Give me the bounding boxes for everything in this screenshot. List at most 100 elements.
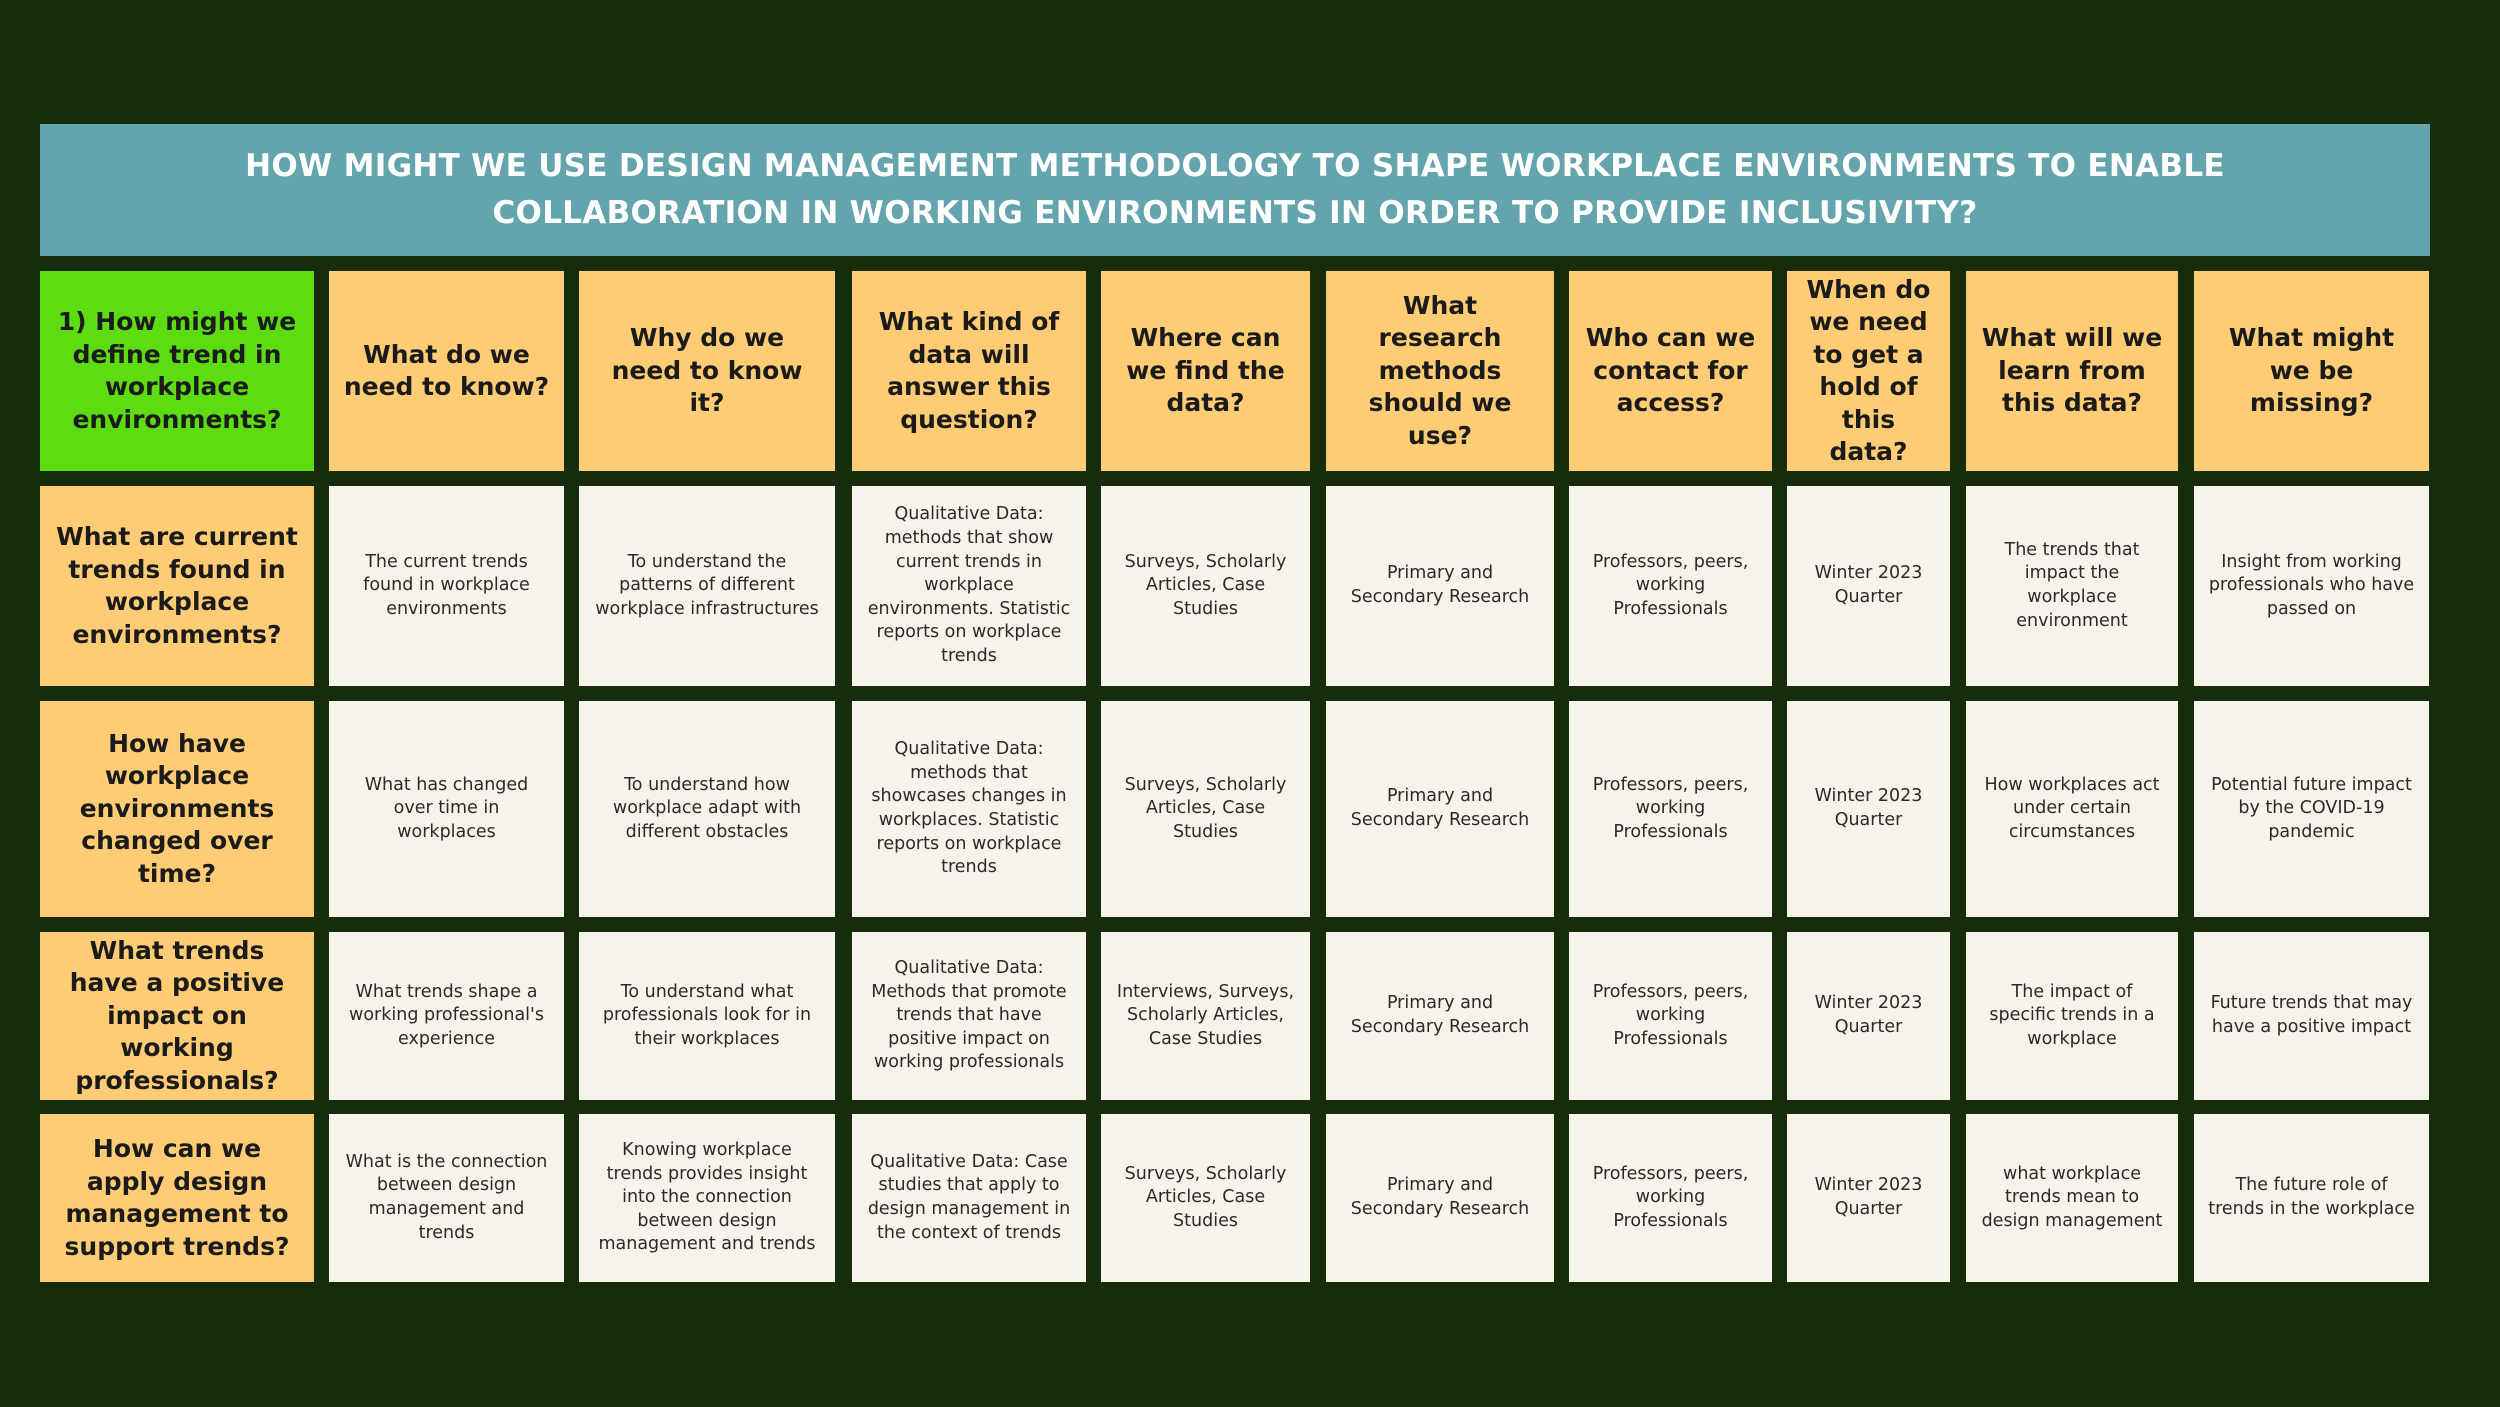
table-cell: Primary and Secondary Research [1326, 932, 1554, 1100]
column-header: Why do we need to know it? [579, 271, 835, 471]
corner-question-text: 1) How might we define trend in workplac… [57, 307, 297, 434]
table-cell: Interviews, Surveys, Scholarly Articles,… [1101, 932, 1310, 1100]
table-cell: Winter 2023 Quarter [1787, 1114, 1950, 1282]
column-header-text: What research methods should we use? [1368, 290, 1512, 450]
column-header-text: What will we learn from this data? [1981, 323, 2163, 418]
table-cell: Winter 2023 Quarter [1787, 486, 1950, 686]
corner-question: 1) How might we define trend in workplac… [40, 271, 314, 471]
table-cell-text: Potential future impact by the COVID-19 … [2211, 774, 2412, 842]
table-cell: Primary and Secondary Research [1326, 701, 1554, 917]
table-cell: To understand the patterns of different … [579, 486, 835, 686]
table-cell: To understand how workplace adapt with d… [579, 701, 835, 917]
table-cell-text: Professors, peers, working Professionals [1592, 981, 1749, 1049]
row-question-text: How have workplace environments changed … [79, 728, 275, 888]
table-cell-text: How workplaces act under certain circums… [1984, 774, 2160, 842]
table-cell: what workplace trends mean to design man… [1966, 1114, 2178, 1282]
table-cell-text: Qualitative Data: methods that show curr… [867, 504, 1071, 666]
column-header: What kind of data will answer this quest… [852, 271, 1086, 471]
row-question-text: What trends have a positive impact on wo… [69, 935, 285, 1095]
table-cell-text: What is the connection between design ma… [345, 1151, 548, 1243]
table-cell: The current trends found in workplace en… [329, 486, 564, 686]
table-cell: Qualitative Data: methods that showcases… [852, 701, 1086, 917]
table-cell: Professors, peers, working Professionals [1569, 1114, 1772, 1282]
column-header-text: What kind of data will answer this quest… [878, 307, 1060, 434]
table-cell: To understand what professionals look fo… [579, 932, 835, 1100]
table-cell: Qualitative Data: methods that show curr… [852, 486, 1086, 686]
table-cell-text: what workplace trends mean to design man… [1981, 1163, 2163, 1231]
table-cell: Winter 2023 Quarter [1787, 701, 1950, 917]
row-question: How have workplace environments changed … [40, 701, 314, 917]
table-cell-text: What trends shape a working professional… [349, 981, 544, 1049]
table-cell-text: Winter 2023 Quarter [1814, 1175, 1923, 1219]
table-cell-text: Primary and Secondary Research [1350, 786, 1530, 830]
column-header-text: When do we need to get a hold of this da… [1806, 274, 1931, 467]
table-cell-text: Winter 2023 Quarter [1814, 563, 1923, 607]
table-cell-text: To understand what professionals look fo… [602, 981, 812, 1049]
table-cell-text: Winter 2023 Quarter [1814, 786, 1923, 830]
table-cell-text: Future trends that may have a positive i… [2210, 993, 2413, 1037]
table-cell: Professors, peers, working Professionals [1569, 932, 1772, 1100]
row-question: What are current trends found in workpla… [40, 486, 314, 686]
table-cell-text: Interviews, Surveys, Scholarly Articles,… [1116, 981, 1295, 1049]
table-cell-text: Knowing workplace trends provides insigh… [598, 1140, 816, 1255]
table-cell: Surveys, Scholarly Articles, Case Studie… [1101, 486, 1310, 686]
column-header: What might we be missing? [2194, 271, 2429, 471]
table-cell: Surveys, Scholarly Articles, Case Studie… [1101, 1114, 1310, 1282]
table-cell: Professors, peers, working Professionals [1569, 486, 1772, 686]
column-header: Where can we find the data? [1101, 271, 1310, 471]
table-cell: Knowing workplace trends provides insigh… [579, 1114, 835, 1282]
table-cell-text: The current trends found in workplace en… [363, 551, 530, 619]
table-cell-text: Primary and Secondary Research [1350, 1175, 1530, 1219]
row-question-text: What are current trends found in workpla… [56, 522, 298, 649]
table-cell: Primary and Secondary Research [1326, 486, 1554, 686]
column-header-text: What might we be missing? [2228, 323, 2395, 418]
table-cell-text: Insight from working professionals who h… [2208, 551, 2415, 619]
table-cell: Qualitative Data: Case studies that appl… [852, 1114, 1086, 1282]
table-cell-text: To understand how workplace adapt with d… [612, 774, 802, 842]
table-cell-text: Professors, peers, working Professionals [1592, 774, 1749, 842]
table-cell: Primary and Secondary Research [1326, 1114, 1554, 1282]
table-cell-text: Surveys, Scholarly Articles, Case Studie… [1124, 1163, 1287, 1231]
table-cell: What is the connection between design ma… [329, 1114, 564, 1282]
table-cell-text: The future role of trends in the workpla… [2208, 1175, 2415, 1219]
table-cell: The future role of trends in the workpla… [2194, 1114, 2429, 1282]
row-question: How can we apply design management to su… [40, 1114, 314, 1282]
table-cell-text: Qualitative Data: Methods that promote t… [871, 958, 1067, 1073]
table-cell-text: What has changed over time in workplaces [364, 774, 529, 842]
title-banner: HOW MIGHT WE USE DESIGN MANAGEMENT METHO… [40, 124, 2430, 256]
table-cell-text: Qualitative Data: Case studies that appl… [867, 1151, 1071, 1243]
table-cell: Insight from working professionals who h… [2194, 486, 2429, 686]
table-cell: Future trends that may have a positive i… [2194, 932, 2429, 1100]
table-cell: Surveys, Scholarly Articles, Case Studie… [1101, 701, 1310, 917]
table-cell-text: Qualitative Data: methods that showcases… [871, 739, 1067, 878]
table-cell: Winter 2023 Quarter [1787, 932, 1950, 1100]
column-header: Who can we contact for access? [1569, 271, 1772, 471]
table-cell-text: Winter 2023 Quarter [1814, 993, 1923, 1037]
table-cell: How workplaces act under certain circums… [1966, 701, 2178, 917]
table-cell: The trends that impact the workplace env… [1966, 486, 2178, 686]
column-header: What do we need to know? [329, 271, 564, 471]
page-title: HOW MIGHT WE USE DESIGN MANAGEMENT METHO… [245, 148, 2225, 231]
table-cell-text: Primary and Secondary Research [1350, 993, 1530, 1037]
column-header-text: Why do we need to know it? [611, 323, 803, 418]
table-cell-text: Professors, peers, working Professionals [1592, 1163, 1749, 1231]
column-header-text: Who can we contact for access? [1585, 323, 1756, 418]
table-cell: Professors, peers, working Professionals [1569, 701, 1772, 917]
table-cell-text: The trends that impact the workplace env… [2004, 539, 2140, 631]
column-header: What will we learn from this data? [1966, 271, 2178, 471]
table-cell-text: To understand the patterns of different … [595, 551, 819, 619]
column-header-text: Where can we find the data? [1126, 323, 1285, 418]
row-question: What trends have a positive impact on wo… [40, 932, 314, 1100]
column-header: When do we need to get a hold of this da… [1787, 271, 1950, 471]
table-cell-text: Surveys, Scholarly Articles, Case Studie… [1124, 774, 1287, 842]
table-cell: Potential future impact by the COVID-19 … [2194, 701, 2429, 917]
table-cell: What has changed over time in workplaces [329, 701, 564, 917]
row-question-text: How can we apply design management to su… [64, 1134, 290, 1261]
column-header: What research methods should we use? [1326, 271, 1554, 471]
table-cell: What trends shape a working professional… [329, 932, 564, 1100]
table-cell-text: Surveys, Scholarly Articles, Case Studie… [1124, 551, 1287, 619]
table-cell: The impact of specific trends in a workp… [1966, 932, 2178, 1100]
table-cell-text: The impact of specific trends in a workp… [1989, 981, 2155, 1049]
table-cell: Qualitative Data: Methods that promote t… [852, 932, 1086, 1100]
column-header-text: What do we need to know? [343, 339, 550, 402]
